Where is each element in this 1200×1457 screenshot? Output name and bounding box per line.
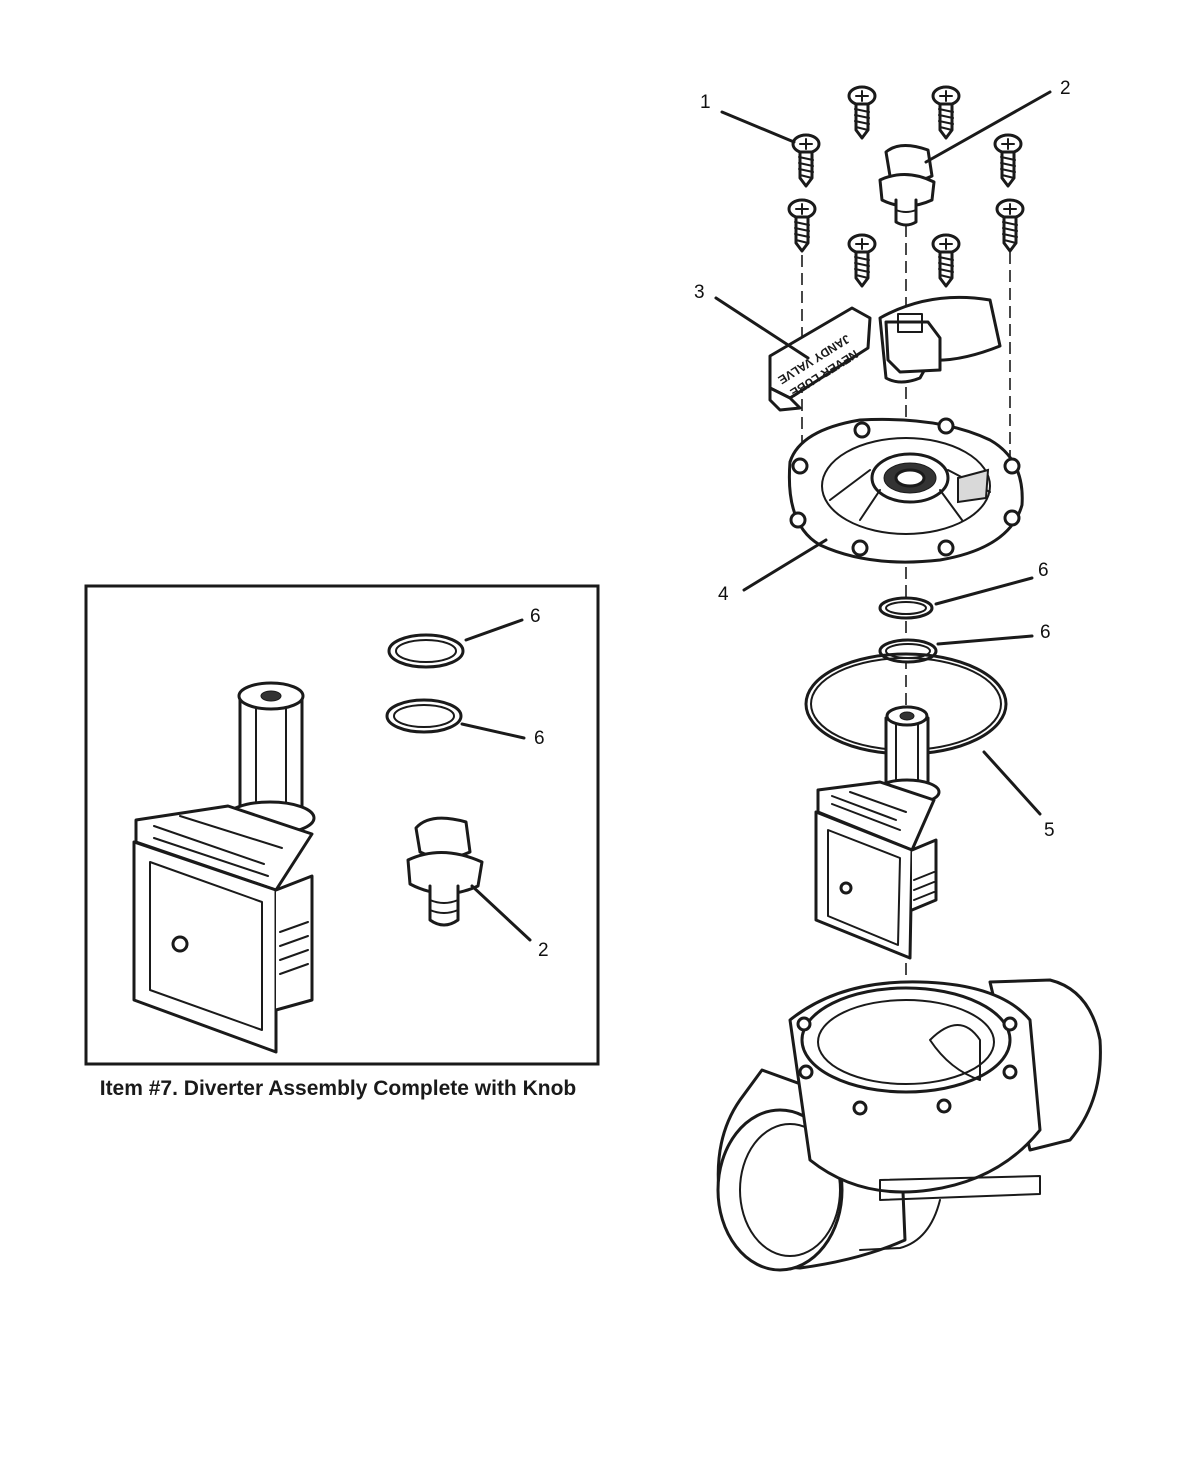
phillips-screw-icon: [931, 233, 961, 288]
inset-callout-2: 2: [538, 940, 549, 961]
phillips-screw-icon: [847, 85, 877, 140]
inset-panel: 6 6 2: [84, 584, 600, 1066]
phillips-screw-icon: [995, 198, 1025, 253]
o-ring-icon: [387, 633, 465, 669]
diverter-icon: [814, 705, 941, 960]
valve-handle-icon: JANDY VALVE NEVER LUBE: [768, 295, 1002, 412]
callout-4: 4: [718, 584, 729, 605]
valve-cover-icon: [787, 417, 1024, 564]
callout-1: 1: [700, 92, 711, 113]
callout-5: 5: [1044, 820, 1055, 841]
phillips-screw-icon: [791, 133, 821, 188]
callout-2: 2: [1060, 78, 1071, 99]
phillips-screw-icon: [787, 198, 817, 253]
o-ring-icon: [385, 698, 463, 734]
knob-icon: [406, 816, 484, 927]
o-ring-icon: [878, 596, 934, 620]
knob-icon: [878, 144, 936, 227]
phillips-screw-icon: [931, 85, 961, 140]
inset-callout-6-lower: 6: [534, 728, 545, 749]
inset-caption: Item #7. Diverter Assembly Complete with…: [99, 1077, 577, 1100]
callout-3: 3: [694, 282, 705, 303]
main-callouts: 1 2 3 4 6 6 5: [694, 78, 1071, 841]
inset-callout-6-upper: 6: [530, 606, 541, 627]
diverter-icon: [132, 681, 316, 1054]
phillips-screw-icon: [847, 233, 877, 288]
callout-6-lower: 6: [1040, 622, 1051, 643]
o-ring-icon: [878, 638, 938, 664]
valve-body-icon: [716, 978, 1102, 1272]
callout-6-upper: 6: [1038, 560, 1049, 581]
phillips-screw-icon: [993, 133, 1023, 188]
